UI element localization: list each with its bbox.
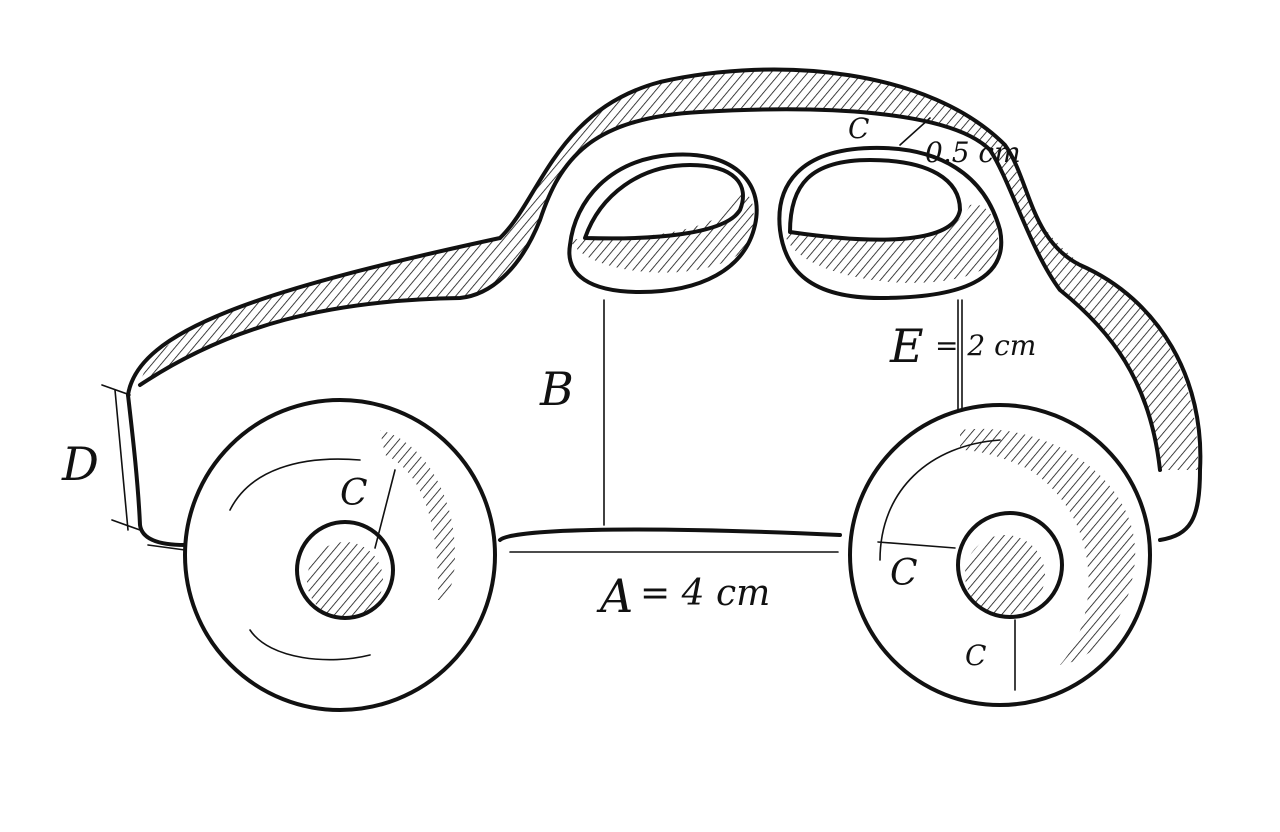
body-outer-outline: [126, 67, 1203, 542]
front-window-frame-shade: [785, 204, 999, 283]
right-wheel: [848, 403, 1152, 707]
dimension-D-tick-top: [101, 384, 131, 396]
left-wheel-hub-shade: [307, 542, 383, 618]
body-inner-outline: [138, 107, 1162, 472]
label-D: D: [61, 437, 99, 491]
body-front-edge: [126, 393, 187, 547]
right-wheel-rim-shade: [960, 428, 1136, 665]
label-C-left-wheel: C: [340, 473, 368, 514]
dimension-D-tick-bottom: [111, 519, 141, 531]
right-wheel-arc: [879, 439, 1001, 561]
left-wheel-arc-low: [249, 629, 371, 661]
left-wheel-arc: [229, 458, 361, 511]
front-window-outer: [777, 145, 1004, 300]
dimension-C-right-line: [877, 541, 956, 549]
left-wheel-rim-shade: [380, 430, 455, 600]
label-B: B: [539, 362, 574, 416]
left-wheel: [183, 398, 497, 712]
right-wheel-tire: [848, 403, 1152, 707]
body-rocker-panel: [498, 527, 842, 542]
rear-window-inner: [583, 163, 745, 241]
right-wheel-hub: [956, 511, 1064, 619]
dimension-C-left-line: [374, 469, 396, 549]
label-E: E: [889, 319, 924, 373]
front-window-inner: [788, 158, 962, 242]
dimension-C-roof-line: [899, 117, 931, 146]
rear-window-outer: [567, 152, 759, 294]
dimension-D-offset: [147, 544, 186, 551]
dimension-lines: [101, 117, 963, 553]
car-body: [126, 67, 1203, 547]
label-A-value: = 4 cm: [640, 573, 770, 614]
label-C-bottom: C: [965, 639, 986, 672]
dimension-D-line: [114, 389, 129, 531]
labels: A = 4 cm B C C C C 0.5 cm D E = 2 cm: [61, 112, 1036, 672]
label-C-roof: C: [848, 112, 869, 145]
right-wheel-hub-shade: [965, 535, 1045, 615]
rear-window-frame-shade: [570, 194, 754, 273]
label-A: A: [596, 569, 633, 623]
label-C-roof-value: 0.5 cm: [925, 136, 1021, 169]
left-wheel-tire: [183, 398, 497, 712]
windows: [567, 145, 1004, 300]
label-C-right-wheel: C: [890, 553, 918, 594]
label-E-value: = 2 cm: [935, 329, 1036, 362]
